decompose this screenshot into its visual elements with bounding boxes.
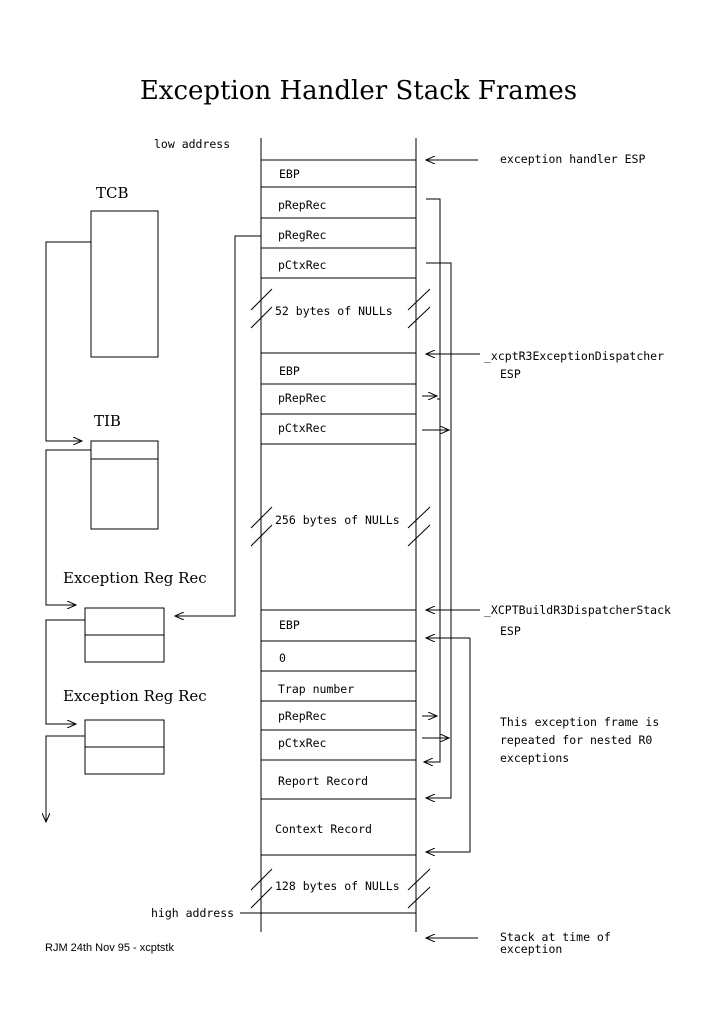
cell-preprec-2: pRepRec bbox=[278, 391, 326, 405]
dispatcher-note-line-2: ESP bbox=[500, 367, 521, 381]
pctxrec-to-report bbox=[426, 430, 452, 798]
break-marks bbox=[250, 288, 431, 909]
handler-esp-note: exception handler ESP bbox=[500, 152, 645, 166]
cell-report-record: Report Record bbox=[278, 774, 368, 788]
low-address-label: low address bbox=[154, 137, 230, 151]
cell-nulls-52: 52 bytes of NULLs bbox=[275, 304, 393, 318]
exc-reg-rec-1-label: Exception Reg Rec bbox=[63, 569, 207, 587]
exc-reg-rec-2-label: Exception Reg Rec bbox=[63, 687, 207, 705]
cell-pctxrec-3: pCtxRec bbox=[278, 736, 326, 750]
footer-credit: RJM 24th Nov 95 - xcptstk bbox=[45, 942, 174, 954]
preprec-to-report bbox=[424, 399, 441, 762]
tcb-to-tib-arrow bbox=[45, 241, 91, 441]
cell-pctxrec-1: pCtxRec bbox=[278, 258, 326, 272]
cell-trap-number: Trap number bbox=[278, 682, 354, 696]
cell-nulls-256: 256 bytes of NULLs bbox=[275, 513, 400, 527]
page-title: Exception Handler Stack Frames bbox=[139, 76, 578, 106]
cell-pctxrec-2: pCtxRec bbox=[278, 421, 326, 435]
repeat-note-line-2: repeated for nested R0 bbox=[500, 733, 652, 747]
tcb-label: TCB bbox=[96, 184, 129, 202]
cell-preprec-1: pRepRec bbox=[278, 198, 326, 212]
tcb-box bbox=[90, 210, 159, 358]
cell-context-record: Context Record bbox=[275, 822, 372, 836]
left-chain-connectors bbox=[45, 235, 261, 822]
excreg1-to-excreg2-arrow bbox=[45, 619, 85, 724]
cell-pregrec-1: pRegRec bbox=[278, 228, 326, 242]
preprec-bracket-1 bbox=[426, 198, 441, 400]
stack-time-note-line-1: Stack at time of bbox=[500, 930, 611, 944]
build-stack-note-line-2: ESP bbox=[500, 624, 521, 638]
dispatcher-note-line-1: _xcptR3ExceptionDispatcher bbox=[484, 349, 664, 363]
pointer-arrows bbox=[422, 198, 471, 852]
stack-row-dividers bbox=[240, 159, 416, 914]
pctxrec-bracket-1 bbox=[426, 262, 452, 430]
frame-repeat-bracket bbox=[426, 638, 471, 852]
tib-label: TIB bbox=[94, 412, 121, 430]
cell-ebp-3: EBP bbox=[279, 618, 300, 632]
repeat-note-line-3: exceptions bbox=[500, 751, 569, 765]
cell-nulls-128: 128 bytes of NULLs bbox=[275, 879, 400, 893]
build-stack-note-line-1: _XCPTBuildR3DispatcherStack bbox=[484, 603, 671, 617]
cell-ebp-1: EBP bbox=[279, 167, 300, 181]
pregrec-to-excreg-arrow bbox=[175, 235, 261, 616]
stack-time-note-line-2: exception bbox=[500, 942, 562, 956]
esp-arrows bbox=[426, 160, 480, 938]
tib-box bbox=[90, 440, 159, 530]
excreg2-next-arrow bbox=[46, 735, 85, 822]
repeat-note-line-1: This exception frame is bbox=[500, 715, 659, 729]
high-address-label: high address bbox=[151, 906, 234, 920]
tib-to-excreg-arrow bbox=[45, 449, 91, 605]
cell-ebp-2: EBP bbox=[279, 364, 300, 378]
cell-zero: 0 bbox=[279, 651, 286, 665]
stack-column bbox=[240, 138, 431, 932]
cell-preprec-3: pRepRec bbox=[278, 709, 326, 723]
